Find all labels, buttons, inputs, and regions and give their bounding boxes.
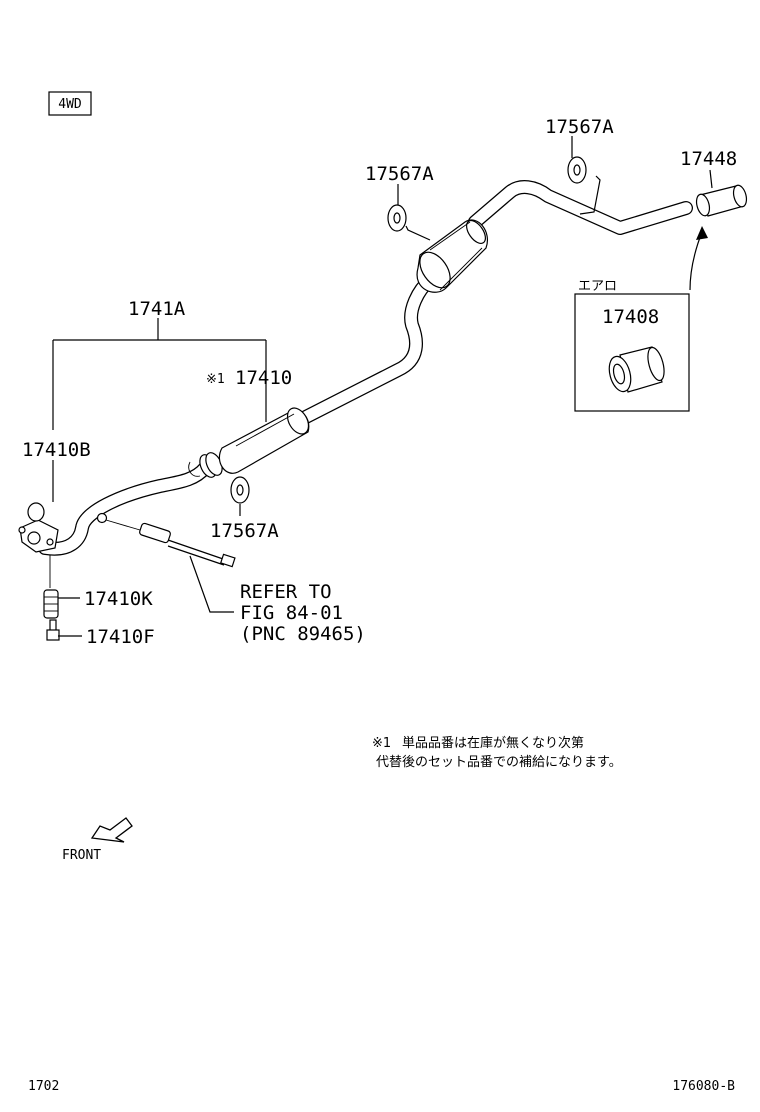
footer-right: 176080-B (672, 1079, 735, 1094)
resonator (218, 407, 310, 474)
oxygen-sensor (96, 512, 236, 568)
option-arrow (689, 226, 708, 291)
label-gasket: 17410B (22, 439, 91, 461)
label-spring: 17410K (84, 588, 153, 610)
footer-left: 1702 (28, 1079, 59, 1094)
bolt (46, 619, 60, 641)
hanger-top (567, 156, 587, 184)
label-assy: 1741A (128, 298, 186, 320)
label-sensor-ref-1: REFER TO (240, 581, 332, 603)
label-hanger-low: 17567A (210, 520, 279, 542)
label-tail-tip: 17448 (680, 148, 737, 170)
label-sensor-ref-2: FIG 84-01 (240, 602, 343, 624)
gasket (27, 502, 45, 522)
aero-option-box: エアロ 17408 (574, 279, 690, 412)
tail-tip (695, 184, 748, 217)
label-center-pipe: 17410 (235, 367, 292, 389)
aero-option-title: エアロ (578, 279, 617, 294)
4wd-badge: 4WD (48, 91, 92, 116)
aero-tail-tip (608, 346, 665, 393)
label-sensor-ref-3: (PNC 89465) (240, 623, 366, 645)
label-option-part: 17408 (602, 306, 659, 328)
hanger-mid (387, 204, 407, 232)
front-arrow-icon (90, 817, 133, 843)
hanger-low (230, 476, 250, 504)
front-label: FRONT (62, 848, 101, 863)
note-mark: ※1 (372, 736, 391, 751)
label-center-pipe-mark: ※1 (206, 372, 225, 387)
note: ※1 単品品番は在庫が無くなり次第 代替後のセット品番での補給になります。 (372, 735, 622, 770)
label-bolt: 17410F (86, 626, 155, 648)
exhaust-pipe-assembly (18, 175, 693, 556)
mid-flange (188, 452, 223, 478)
label-hanger-top: 17567A (545, 116, 614, 138)
spring (43, 589, 59, 619)
label-hanger-mid: 17567A (365, 163, 434, 185)
main-muffler (416, 219, 488, 293)
front-flange (18, 519, 59, 553)
leader-lines (49, 136, 713, 637)
4wd-badge-text: 4WD (58, 97, 82, 112)
note-line-1: 単品品番は在庫が無くなり次第 (402, 735, 584, 751)
note-line-2: 代替後のセット品番での補給になります。 (376, 755, 622, 770)
